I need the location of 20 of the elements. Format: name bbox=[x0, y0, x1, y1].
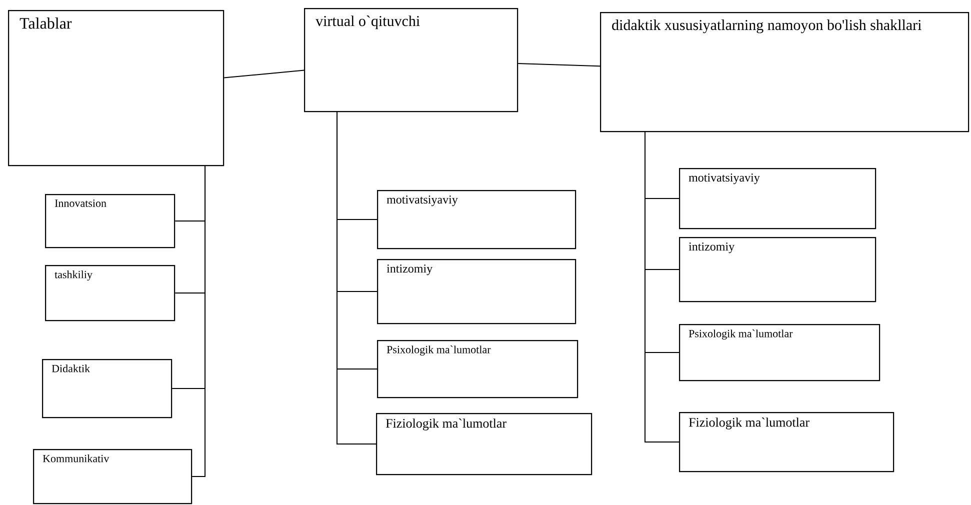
category-box: Innovatsion bbox=[45, 194, 176, 248]
heading-box: virtual o`qituvchi bbox=[304, 8, 518, 112]
heading-box: didaktik xususiyatlarning namoyon bo'lish shakllari bbox=[600, 12, 970, 132]
category-box: tashkiliy bbox=[45, 265, 176, 322]
category-box: intizomiy bbox=[679, 237, 876, 302]
category-box: Psixologik ma`lumotlar bbox=[377, 340, 578, 398]
connector-line bbox=[192, 166, 206, 478]
category-box: Psixologik ma`lumotlar bbox=[679, 324, 880, 382]
category-box: motivatsiyaviy bbox=[679, 168, 876, 230]
category-box: Didaktik bbox=[42, 359, 172, 418]
category-box: Fiziologik ma`lumotlar bbox=[679, 412, 894, 472]
connector-line bbox=[224, 70, 304, 78]
category-box: motivatsiyaviy bbox=[377, 190, 576, 250]
category-box: Kommunikativ bbox=[33, 449, 192, 504]
category-box: Fiziologik ma`lumotlar bbox=[376, 413, 592, 476]
heading-box: Talablar bbox=[8, 10, 224, 166]
connector-line bbox=[644, 132, 680, 443]
category-box: intizomiy bbox=[377, 259, 576, 324]
connector-line bbox=[336, 112, 376, 445]
connector-line bbox=[518, 62, 600, 67]
